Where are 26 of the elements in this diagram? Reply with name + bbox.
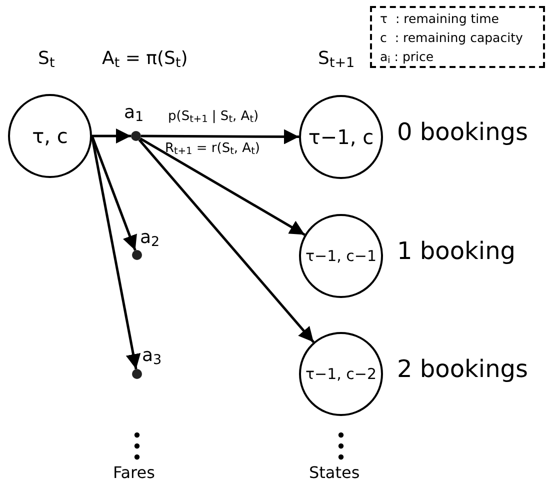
edge-label: p(S$_{t+1}$ | S$_{t}$, A$_{t}$) — [168, 110, 259, 123]
legend-box — [370, 6, 545, 68]
legend-text: a$_{i}$ : price — [380, 48, 435, 66]
state-text: τ−1, c−1 — [305, 246, 377, 267]
outcome-label: 1 booking — [397, 239, 516, 263]
heading-label: S$_{t+1}$ — [318, 50, 355, 68]
legend-text: τ : remaining time — [380, 10, 500, 28]
outcome-label: 2 bookings — [397, 357, 528, 381]
heading-label: Fares — [113, 465, 155, 481]
arrow — [138, 138, 315, 343]
state-text: τ, c — [32, 123, 68, 150]
action-label: a$_{1}$ — [124, 104, 144, 122]
state-text: τ−1, c — [308, 124, 374, 151]
heading-label: States — [309, 465, 360, 481]
outcome-label: 0 bookings — [397, 120, 528, 144]
state-text: τ−1, c−2 — [305, 364, 377, 385]
legend-text: c : remaining capacity — [380, 28, 524, 46]
arrow — [90, 136, 137, 251]
arrow — [141, 129, 299, 144]
heading-label: S$_{t}$ — [38, 50, 55, 68]
heading-label: A$_{t}$ = π(S$_{t}$) — [102, 50, 188, 68]
action-label: a$_{2}$ — [140, 229, 160, 247]
arrow — [140, 137, 306, 236]
arrow — [92, 128, 131, 144]
action-label: a$_{3}$ — [142, 347, 162, 365]
heading-label: R$_{t+1}$ = r(S$_{t}$, A$_{t}$) — [165, 142, 260, 155]
